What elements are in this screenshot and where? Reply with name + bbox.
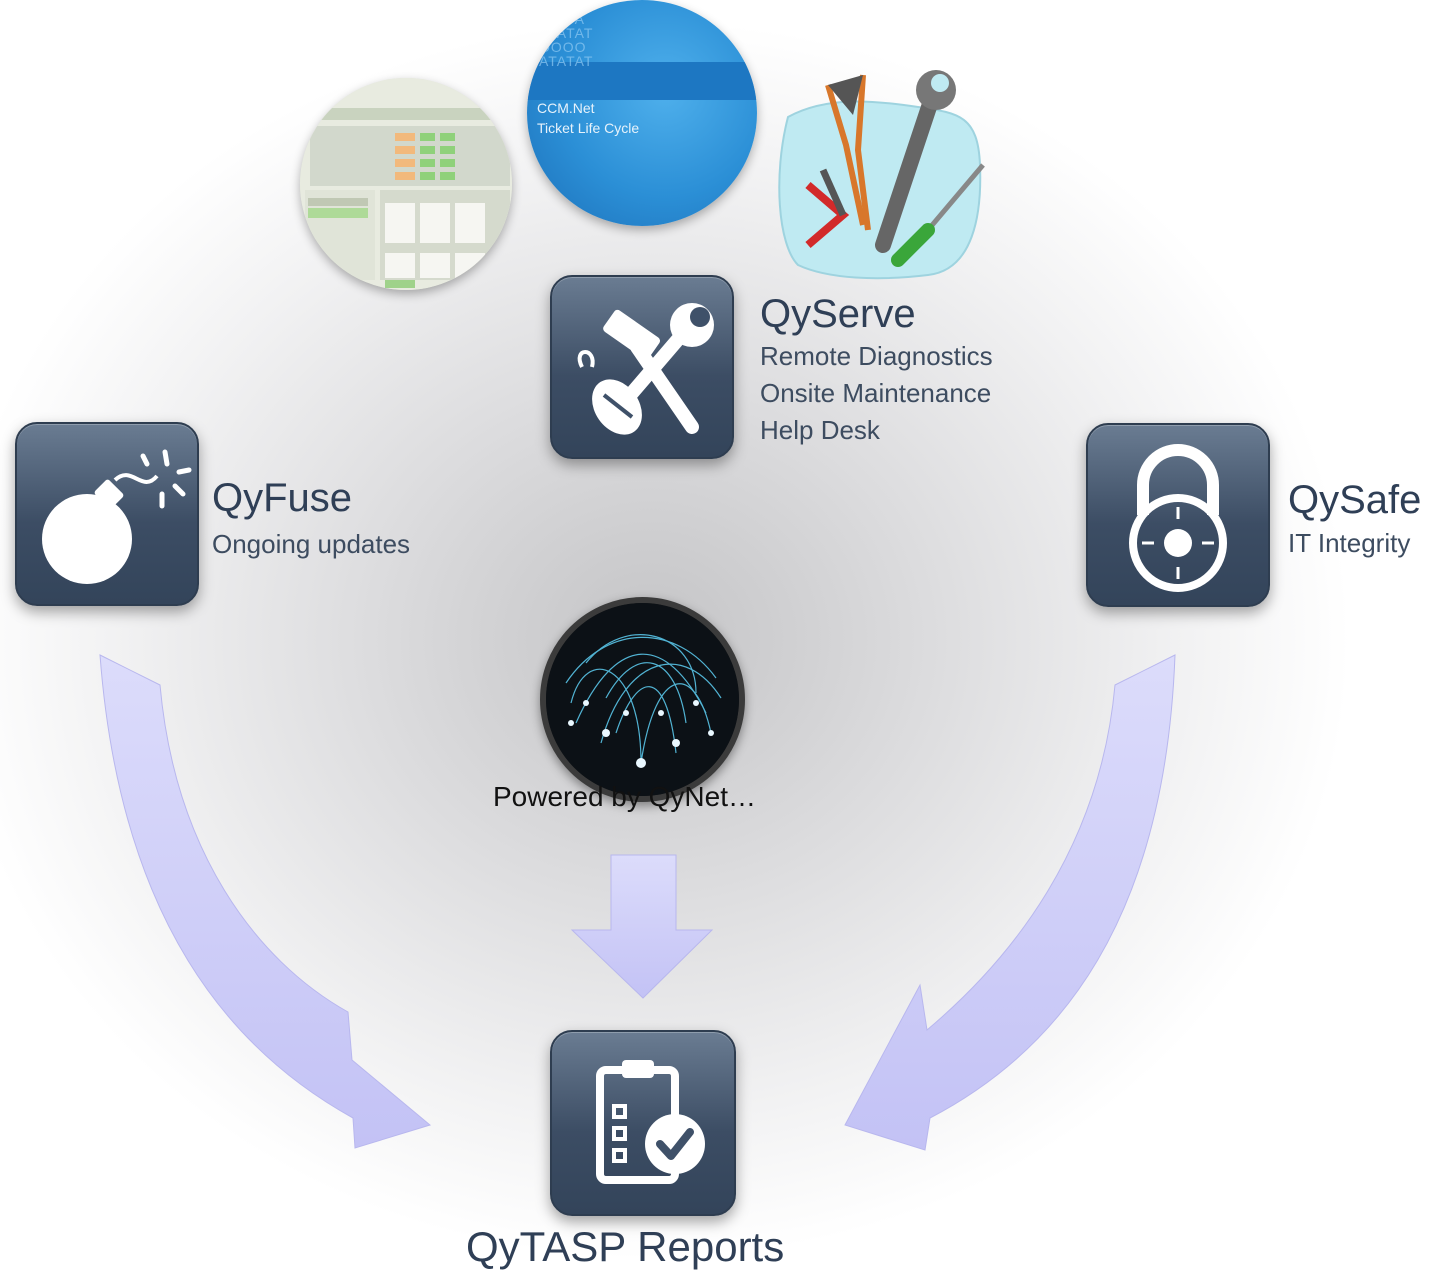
qysafe-tile[interactable] <box>1086 423 1270 607</box>
ccm-line-1: CCM.Net <box>537 100 595 116</box>
qyfuse-title: QyFuse <box>212 476 353 520</box>
ccm-line-2: Ticket Life Cycle <box>537 120 640 136</box>
down-arrow <box>570 854 714 999</box>
qysafe-title: QySafe <box>1288 478 1422 522</box>
qysafe-line-1: IT Integrity <box>1288 528 1411 558</box>
qysafe-description: IT Integrity <box>1288 525 1410 562</box>
qyfuse-description: Ongoing updates <box>212 526 410 563</box>
qyserve-line-2: Onsite Maintenance <box>760 378 992 408</box>
clipboard-check-icon <box>596 1060 705 1184</box>
combination-lock-icon <box>1129 444 1227 592</box>
qynet-caption: Powered by QyNet… <box>493 781 756 812</box>
qyserve-tile[interactable] <box>550 275 734 459</box>
tools-mouse-icon <box>577 303 714 435</box>
qyserve-line-3: Help Desk <box>760 415 880 445</box>
left-curved-arrow <box>99 654 432 1149</box>
diagnostics-screenshot <box>300 78 512 290</box>
qyserve-line-1: Remote Diagnostics <box>760 341 993 371</box>
qyfuse-line-1: Ongoing updates <box>212 529 411 559</box>
qyserve-title: QyServe <box>760 292 916 336</box>
bomb-icon <box>42 449 192 584</box>
right-curved-arrow <box>844 654 1176 1151</box>
qytasp-title: QyTASP Reports <box>466 1223 785 1270</box>
qytasp-tile[interactable] <box>550 1030 736 1216</box>
network-globe-icon <box>540 597 745 802</box>
qyfuse-tile[interactable] <box>15 422 199 606</box>
tools-illustration <box>768 55 993 283</box>
qyserve-description: Remote Diagnostics Onsite Maintenance He… <box>760 338 993 449</box>
